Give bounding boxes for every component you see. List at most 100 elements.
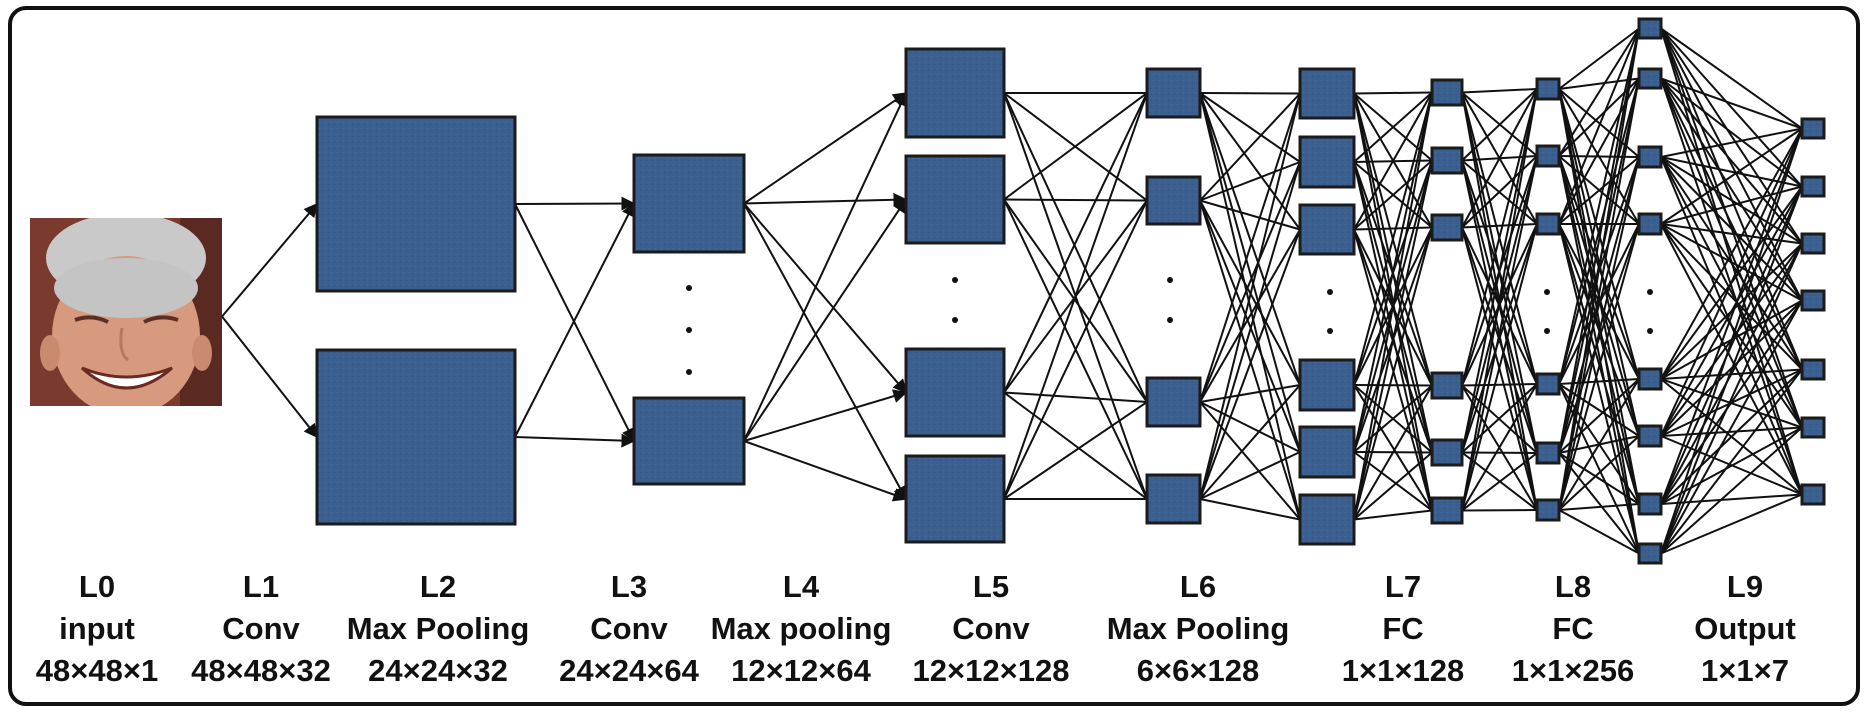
edge bbox=[1558, 223, 1640, 454]
node-l9b-6 bbox=[1637, 492, 1663, 516]
edge bbox=[1558, 378, 1640, 511]
edge bbox=[1199, 92, 1301, 386]
node-l8-5 bbox=[1430, 496, 1464, 525]
ellipsis-dot bbox=[1647, 328, 1653, 334]
edge bbox=[1353, 226, 1433, 231]
edge bbox=[1660, 77, 1803, 245]
edge bbox=[1660, 186, 1803, 437]
edge bbox=[1461, 88, 1538, 453]
node-l9-3 bbox=[1535, 372, 1561, 396]
edge bbox=[1199, 384, 1301, 500]
edge bbox=[1660, 77, 1803, 130]
edge bbox=[1558, 27, 1640, 157]
node-l9b-4 bbox=[1637, 367, 1663, 391]
layer-id: L5 bbox=[972, 569, 1010, 604]
edge bbox=[1660, 128, 1803, 380]
edge bbox=[743, 440, 908, 502]
edge bbox=[514, 203, 635, 443]
edge bbox=[1558, 78, 1640, 385]
edge bbox=[1558, 78, 1640, 511]
node-l9-2 bbox=[1535, 212, 1561, 236]
edge bbox=[1660, 128, 1803, 554]
edge bbox=[1558, 223, 1640, 554]
layer-id: L6 bbox=[1179, 569, 1217, 604]
layer-shape: 6×6×128 bbox=[1136, 653, 1260, 688]
edge bbox=[1558, 503, 1640, 511]
node-out-0 bbox=[1800, 117, 1826, 140]
node-l8-0 bbox=[1430, 78, 1464, 107]
edge bbox=[1660, 78, 1803, 370]
node-l3-0 bbox=[632, 153, 746, 254]
edge bbox=[1558, 77, 1640, 90]
node-out-6 bbox=[1800, 483, 1826, 506]
edge bbox=[1660, 78, 1803, 495]
layer-shape: 48×48×1 bbox=[35, 653, 159, 688]
edge bbox=[1558, 28, 1640, 225]
node-l9-0 bbox=[1535, 77, 1561, 101]
edge bbox=[1660, 27, 1803, 188]
edge bbox=[1558, 509, 1640, 555]
node-l8-1 bbox=[1430, 146, 1464, 175]
edge bbox=[514, 433, 636, 448]
edge bbox=[1003, 200, 1148, 500]
edge bbox=[743, 92, 908, 205]
edge bbox=[1199, 229, 1301, 500]
layer-shape: 24×24×64 bbox=[559, 653, 699, 688]
layer-nodes bbox=[315, 17, 1826, 565]
layer-shape: 24×24×32 bbox=[368, 653, 508, 688]
layer-id: L9 bbox=[1726, 569, 1764, 604]
layer-type: Conv bbox=[222, 611, 300, 646]
edge bbox=[221, 202, 318, 318]
edge bbox=[221, 315, 318, 439]
layer-shape: 48×48×32 bbox=[191, 653, 331, 688]
edge bbox=[1353, 91, 1433, 163]
edge bbox=[1353, 384, 1433, 387]
ellipsis-dot bbox=[952, 277, 958, 283]
node-l9-4 bbox=[1535, 441, 1561, 465]
node-l7-3 bbox=[1298, 358, 1356, 412]
edge bbox=[1353, 92, 1433, 230]
node-l8-4 bbox=[1430, 438, 1464, 467]
layer-type: FC bbox=[1382, 611, 1424, 646]
edge bbox=[1660, 243, 1803, 505]
node-l2-1 bbox=[315, 348, 517, 526]
edge bbox=[1558, 156, 1640, 511]
node-l6-1 bbox=[1145, 175, 1202, 226]
edge bbox=[743, 198, 907, 442]
layer-type: Conv bbox=[952, 611, 1030, 646]
edge bbox=[1199, 498, 1301, 521]
edge bbox=[1353, 509, 1433, 521]
edge bbox=[1199, 92, 1301, 453]
edge bbox=[1199, 93, 1301, 500]
ellipsis-dot bbox=[686, 369, 692, 375]
node-l7-0 bbox=[1298, 67, 1356, 120]
edge bbox=[1558, 28, 1640, 385]
edge bbox=[1660, 156, 1803, 428]
edge bbox=[1558, 223, 1640, 511]
edge bbox=[1660, 128, 1803, 505]
edge bbox=[1199, 200, 1301, 453]
edge bbox=[514, 196, 636, 211]
ellipsis-dot bbox=[1327, 289, 1333, 295]
edge bbox=[1660, 186, 1803, 505]
node-l5-1 bbox=[904, 154, 1006, 245]
ellipsis-dot bbox=[1167, 277, 1173, 283]
layer-type: Max pooling bbox=[710, 611, 892, 646]
edge bbox=[1353, 227, 1433, 520]
layer-type: Max Pooling bbox=[1106, 611, 1290, 646]
edge bbox=[1660, 28, 1803, 301]
edge bbox=[1558, 156, 1640, 225]
node-out-4 bbox=[1800, 358, 1826, 381]
edge bbox=[1461, 383, 1538, 387]
edge bbox=[1558, 28, 1640, 454]
node-l6-3 bbox=[1145, 473, 1202, 525]
node-l6-2 bbox=[1145, 376, 1202, 428]
edge bbox=[1199, 92, 1301, 95]
edge bbox=[1199, 93, 1301, 403]
node-l9b-5 bbox=[1637, 424, 1663, 448]
edge bbox=[1660, 27, 1803, 245]
face-photo bbox=[30, 218, 222, 415]
